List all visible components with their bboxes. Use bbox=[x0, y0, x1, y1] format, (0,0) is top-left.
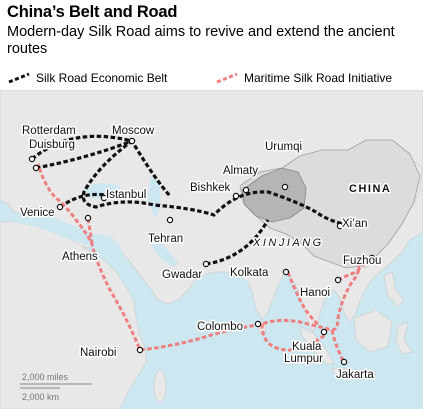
urumqi-label: Urumqi bbox=[265, 141, 302, 153]
map-title: China’s Belt and Road bbox=[7, 3, 178, 21]
maritime-route-loop bbox=[260, 323, 327, 352]
map-subtitle: Modern-day Silk Road aims to revive and … bbox=[7, 24, 395, 57]
colombo-marker bbox=[254, 320, 262, 328]
athens-label: Athens bbox=[62, 251, 98, 263]
jakarta-label: Jakarta bbox=[336, 369, 374, 381]
venice-marker bbox=[56, 203, 64, 211]
rotterdam-label: Rotterdam bbox=[22, 125, 76, 137]
philippines-islands bbox=[383, 271, 405, 307]
land-route-gwadar-segment bbox=[205, 219, 270, 266]
borneo-island bbox=[353, 309, 393, 353]
persian-gulf bbox=[150, 244, 178, 268]
legend-item-maritime: Maritime Silk Road Initiative bbox=[215, 71, 392, 85]
scale-bar: 2,000 miles 2,000 km bbox=[20, 372, 92, 402]
gwadar-marker bbox=[202, 260, 210, 268]
city-markers bbox=[28, 137, 376, 366]
maritime-route-kolkata-branch bbox=[286, 271, 321, 328]
fuzhou-label: Fuzhou bbox=[343, 255, 381, 267]
istanbul-marker bbox=[100, 194, 108, 202]
caspian-sea bbox=[148, 177, 161, 218]
colombo-label: Colombo bbox=[197, 321, 243, 333]
legend-item-land: Silk Road Economic Belt bbox=[7, 71, 167, 85]
bishkek-marker bbox=[232, 192, 240, 200]
jakarta-marker bbox=[340, 358, 348, 366]
urumqi-marker bbox=[281, 183, 289, 191]
tehran-marker bbox=[166, 216, 174, 224]
moscow-label: Moscow bbox=[112, 125, 155, 137]
maritime-route-main bbox=[36, 163, 361, 352]
hanoi-label: Hanoi bbox=[300, 287, 330, 299]
kuala-lumpur-marker bbox=[320, 328, 328, 336]
legend-label-maritime: Maritime Silk Road Initiative bbox=[244, 71, 393, 85]
athens-marker bbox=[84, 214, 92, 222]
nairobi-marker bbox=[136, 346, 144, 354]
kuala-lumpur-label-line2: Lumpur bbox=[284, 353, 323, 365]
almaty-marker bbox=[242, 186, 250, 194]
legend-label-land: Silk Road Economic Belt bbox=[36, 71, 168, 85]
madagascar-island bbox=[153, 369, 167, 403]
kolkata-marker bbox=[282, 268, 290, 276]
xian-label: Xi’an bbox=[342, 218, 368, 230]
maritime-route-swatch-icon bbox=[216, 72, 238, 84]
moscow-marker bbox=[128, 137, 136, 145]
nairobi-label: Nairobi bbox=[80, 347, 116, 359]
kuala-lumpur-label-line1: Kuala bbox=[292, 341, 322, 353]
sulawesi-island bbox=[395, 321, 413, 355]
gwadar-label: Gwadar bbox=[162, 269, 202, 281]
java-island bbox=[331, 367, 377, 379]
hanoi-marker bbox=[334, 276, 342, 284]
istanbul-label: Istanbul bbox=[106, 189, 146, 201]
kolkata-label: Kolkata bbox=[230, 267, 269, 279]
land-route-swatch-icon bbox=[8, 72, 30, 84]
city-labels: Rotterdam Duisburg Moscow Venice Istanbu… bbox=[19, 124, 383, 383]
venice-label: Venice bbox=[20, 207, 55, 219]
tehran-label: Tehran bbox=[148, 233, 183, 245]
duisburg-label: Duisburg bbox=[29, 139, 75, 151]
scale-miles-label: 2,000 miles bbox=[22, 372, 69, 382]
almaty-label: Almaty bbox=[223, 165, 258, 177]
red-sea bbox=[112, 242, 138, 300]
rotterdam-marker bbox=[28, 155, 36, 163]
xian-marker bbox=[336, 222, 344, 230]
route-map: CHINA XINJIANG Rotterdam Duisburg Moscow… bbox=[0, 90, 423, 409]
china-label: CHINA bbox=[349, 183, 391, 195]
duisburg-marker bbox=[32, 164, 40, 172]
sumatra-island bbox=[299, 325, 335, 365]
fuzhou-marker bbox=[368, 254, 376, 262]
legend: Silk Road Economic Belt Maritime Silk Ro… bbox=[7, 71, 423, 87]
xinjiang-label: XINJIANG bbox=[252, 237, 324, 249]
bishkek-label: Bishkek bbox=[190, 182, 231, 194]
scale-km-label: 2,000 km bbox=[22, 392, 59, 402]
